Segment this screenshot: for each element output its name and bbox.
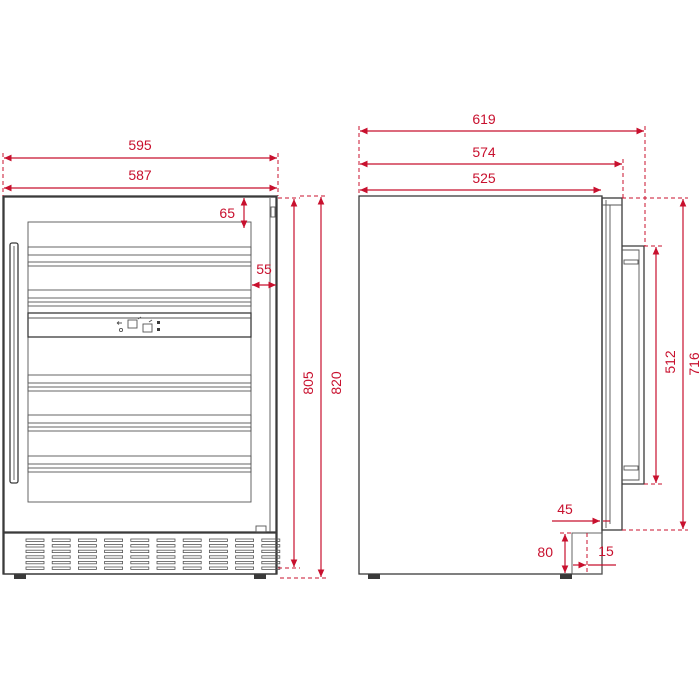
- side-dimensions: 619 574 525 512 716 45 80 15: [358, 111, 700, 575]
- vent-slot: [78, 544, 97, 548]
- front-hinge-bottom: [255, 525, 267, 533]
- vent-slot: [104, 555, 123, 559]
- vent-slot: [25, 555, 45, 559]
- side-foot-left: [368, 574, 380, 579]
- vent-slot: [235, 561, 255, 565]
- vent-slot: [130, 555, 150, 559]
- front-hinge-top: [270, 206, 276, 218]
- vent-slot: [25, 538, 45, 542]
- vent-slot: [208, 544, 228, 548]
- vent-slot: [78, 555, 97, 559]
- vent-slot: [261, 555, 281, 559]
- control-buttons-icon: [116, 316, 160, 333]
- vent-slot: [104, 549, 123, 554]
- vent-slot: [78, 561, 97, 565]
- vent-slot: [235, 538, 255, 542]
- vent-slot: [78, 566, 97, 570]
- vent-slot: [51, 566, 71, 570]
- dim-depth-with-handle: 619: [472, 111, 496, 127]
- front-view: [2, 195, 281, 579]
- vent-slot: [208, 549, 228, 554]
- front-door-handle: [9, 242, 19, 484]
- dim-cabinet-width: 587: [128, 167, 152, 183]
- vent-slot: [261, 538, 281, 542]
- vent-slot: [104, 566, 123, 570]
- vent-slot: [156, 555, 176, 559]
- front-door-glass: [27, 221, 252, 503]
- vent-slot: [51, 544, 71, 548]
- vent-slot: [261, 544, 281, 548]
- vent-slot: [235, 544, 255, 548]
- front-door-frame: [3, 196, 277, 533]
- dim-plinth-depth: 15: [598, 543, 614, 559]
- vent-slot: [104, 538, 123, 542]
- vent-slots: [25, 538, 281, 570]
- vent-slot: [51, 538, 71, 542]
- vent-slot: [208, 555, 228, 559]
- side-door-profile: [601, 197, 623, 531]
- side-view: [358, 195, 645, 579]
- front-foot-right: [254, 574, 266, 579]
- dim-top-gap: 65: [219, 205, 235, 221]
- vent-slot: [25, 549, 45, 554]
- vent-slot: [51, 555, 71, 559]
- dim-door-height: 716: [686, 352, 700, 376]
- vent-slot: [25, 561, 45, 565]
- vent-slot: [182, 544, 202, 548]
- vent-slot: [104, 561, 123, 565]
- front-vent-grille: [3, 532, 277, 575]
- vent-slot: [156, 549, 176, 554]
- vent-slot: [25, 544, 45, 548]
- vent-slot: [208, 566, 228, 570]
- vent-slot: [182, 566, 202, 570]
- dim-handle-offset: 45: [557, 501, 573, 517]
- front-shelves: [27, 246, 252, 473]
- vent-slot: [182, 538, 202, 542]
- vent-slot: [51, 561, 71, 565]
- vent-slot: [130, 544, 150, 548]
- vent-slot: [156, 566, 176, 570]
- vent-slot: [130, 566, 150, 570]
- vent-slot: [208, 538, 228, 542]
- vent-slot: [78, 538, 97, 542]
- vent-slot: [182, 549, 202, 554]
- vent-slot: [51, 549, 71, 554]
- vent-slot: [261, 549, 281, 554]
- dim-handle-length: 512: [662, 350, 678, 374]
- dim-cabinet-depth: 525: [472, 170, 496, 186]
- vent-slot: [235, 566, 255, 570]
- vent-slot: [156, 561, 176, 565]
- vent-slot: [235, 549, 255, 554]
- dim-cabinet-height: 805: [300, 371, 316, 395]
- vent-slot: [130, 561, 150, 565]
- side-handle-profile: [622, 245, 645, 485]
- vent-slot: [156, 538, 176, 542]
- dim-overall-width: 595: [128, 137, 152, 153]
- dim-plinth-height: 80: [537, 544, 553, 560]
- vent-slot: [156, 544, 176, 548]
- side-cabinet-outline: [358, 195, 603, 575]
- vent-slot: [182, 555, 202, 559]
- vent-slot: [25, 566, 45, 570]
- control-panel: [27, 312, 252, 338]
- vent-slot: [261, 561, 281, 565]
- dim-depth-with-door: 574: [472, 144, 496, 160]
- vent-slot: [130, 538, 150, 542]
- dim-side-gap: 55: [256, 261, 272, 277]
- front-cabinet-outline: [2, 195, 278, 575]
- front-dimensions: 595 587 65 55 805 820: [2, 137, 344, 579]
- side-foot-right: [560, 574, 572, 579]
- vent-slot: [208, 561, 228, 565]
- vent-slot: [104, 544, 123, 548]
- vent-slot: [182, 561, 202, 565]
- vent-slot: [78, 549, 97, 554]
- vent-slot: [235, 555, 255, 559]
- dim-overall-height: 820: [328, 371, 344, 395]
- front-foot-left: [14, 574, 26, 579]
- vent-slot: [130, 549, 150, 554]
